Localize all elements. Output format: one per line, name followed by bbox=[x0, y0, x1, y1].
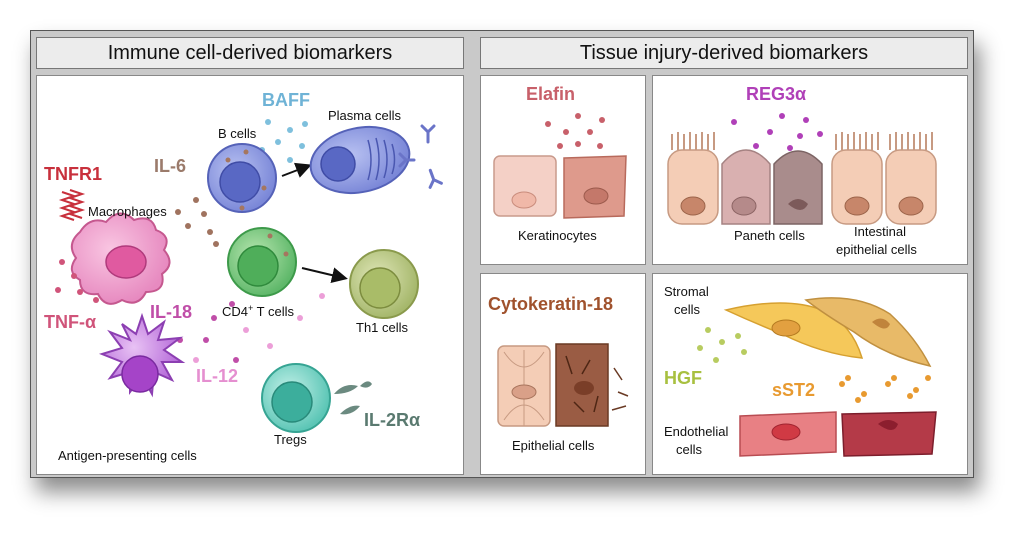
endothelial-cells bbox=[739, 411, 937, 457]
macrophages-label: Macrophages bbox=[88, 204, 167, 219]
tregs-label: Tregs bbox=[274, 432, 307, 447]
il18-dots bbox=[177, 301, 239, 363]
immune-panel-title: Immune cell-derived biomarkers bbox=[36, 37, 464, 69]
il12-dots bbox=[193, 293, 325, 363]
tissue-panel-title: Tissue injury-derived biomarkers bbox=[480, 37, 968, 69]
elafin-label: Elafin bbox=[526, 84, 575, 104]
baff-label: BAFF bbox=[262, 90, 310, 110]
reg3a-dots bbox=[731, 113, 823, 151]
keratinocytes-label: Keratinocytes bbox=[518, 228, 597, 243]
antigen-presenting-cell bbox=[98, 312, 186, 398]
b-cell bbox=[207, 143, 277, 213]
plasma-cells-label: Plasma cells bbox=[328, 108, 401, 123]
il2ra-label: IL-2Rα bbox=[364, 410, 420, 430]
il6-dots bbox=[175, 197, 219, 247]
il6-label: IL-6 bbox=[154, 156, 186, 176]
keratinocyte-cells bbox=[493, 155, 627, 219]
epithelial-cells bbox=[497, 343, 629, 427]
epithelial-cells-label: Epithelial cells bbox=[512, 438, 595, 453]
macrophage bbox=[70, 212, 171, 305]
tnf-alpha-label: TNF-α bbox=[44, 312, 96, 332]
treg-cell bbox=[261, 363, 331, 433]
il12-label: IL-12 bbox=[196, 366, 238, 386]
antibody-icons bbox=[398, 124, 443, 189]
plasma-cell bbox=[309, 126, 411, 194]
endothelial-label-1: Endothelial bbox=[664, 424, 728, 439]
elafin-dots bbox=[545, 113, 605, 149]
th1-cell bbox=[349, 249, 419, 319]
cd4-t-cells-label: CD4+ T cells bbox=[222, 303, 294, 319]
cd4-t-cell bbox=[227, 227, 297, 297]
endothelial-label-2: cells bbox=[676, 442, 703, 457]
stromal-label-1: Stromal bbox=[664, 284, 709, 299]
intestinal-label-2: epithelial cells bbox=[836, 242, 917, 257]
sst2-label: sST2 bbox=[772, 380, 815, 400]
stromal-cells bbox=[723, 297, 932, 368]
hgf-dots bbox=[697, 327, 747, 363]
b-cells-label: B cells bbox=[218, 126, 257, 141]
reg3a-label: REG3α bbox=[746, 84, 806, 104]
il2ra-fragments bbox=[334, 381, 372, 415]
t-to-th1-arrow bbox=[301, 267, 348, 284]
il18-label: IL-18 bbox=[150, 302, 192, 322]
paneth-cells-label: Paneth cells bbox=[734, 228, 805, 243]
th1-cells-label: Th1 cells bbox=[356, 320, 409, 335]
cytokeratin18-label: Cytokeratin-18 bbox=[488, 294, 613, 314]
b-to-plasma-arrow bbox=[281, 162, 312, 178]
apc-label: Antigen-presenting cells bbox=[58, 448, 197, 463]
intestinal-label-1: Intestinal bbox=[854, 224, 906, 239]
sst2-proteins bbox=[839, 375, 931, 403]
tnf-alpha-dots bbox=[55, 259, 99, 303]
stromal-label-2: cells bbox=[674, 302, 701, 317]
tnfr1-label: TNFR1 bbox=[44, 164, 102, 184]
tnfr1-receptor-icon bbox=[58, 189, 86, 221]
intestinal-cells bbox=[667, 132, 937, 225]
hgf-label: HGF bbox=[664, 368, 702, 388]
